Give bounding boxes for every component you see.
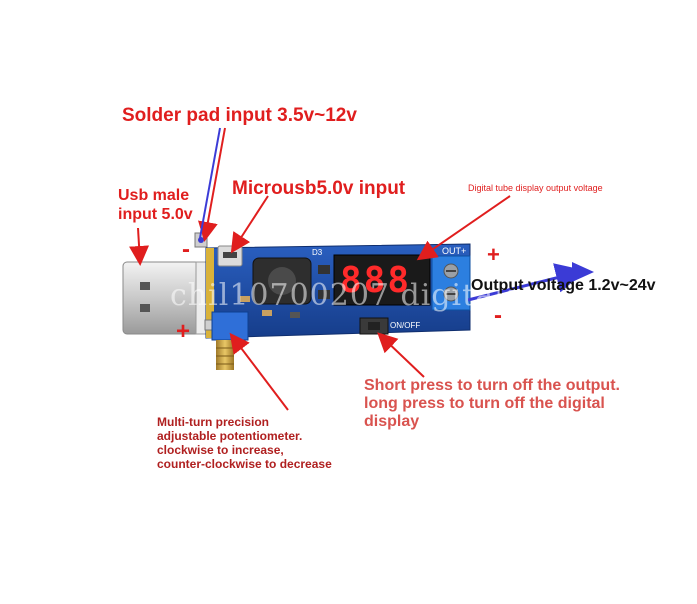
microusb-label: Microusb5.0v input [232,178,406,199]
watermark-text: chil10700207 digitale [170,278,524,313]
usb-male-connector [122,261,209,335]
plus-symbol-left: + [176,318,191,345]
pcb-board [194,232,471,339]
digital-tube-label: Digital tube display output voltage [468,183,603,193]
d3-silkscreen: D3 [312,248,323,257]
minus-symbol-right: - [494,302,502,329]
button-function-line3: display [364,413,420,430]
potentiometer [211,311,249,370]
potentiometer-label: Multi-turn precision adjustable potentio… [157,415,332,471]
potentiometer-line4: counter-clockwise to decrease [157,457,332,471]
button-function-line1: Short press to turn off the output. [364,377,620,394]
potentiometer-line3: clockwise to increase, [157,443,284,457]
output-arrow [467,263,586,302]
on-off-silkscreen: ON/OFF [390,321,421,330]
out-plus-silkscreen: OUT+ [442,246,467,256]
potentiometer-line1: Multi-turn precision [157,415,269,429]
potentiometer-line2: adjustable potentiometer. [157,429,303,443]
minus-symbol-left: - [182,236,190,263]
button-function-label: Short press to turn off the output. long… [364,377,620,431]
button-function-line2: long press to turn off the digital [364,395,605,412]
usb-male-label-line1: Usb male [118,187,190,204]
solder-pad-blue-arrow [199,127,221,239]
usb-male-label: Usb male input 5.0v [118,186,193,224]
annotation-arrows [129,127,511,411]
usb-male-label-line2: input 5.0v [118,206,193,223]
digital-display-readout: 888 [340,260,412,301]
output-voltage-label: Output voltage 1.2v~24v [471,277,656,294]
plus-symbol-right: + [487,242,500,267]
solder-pad-label: Solder pad input 3.5v~12v [122,105,357,126]
